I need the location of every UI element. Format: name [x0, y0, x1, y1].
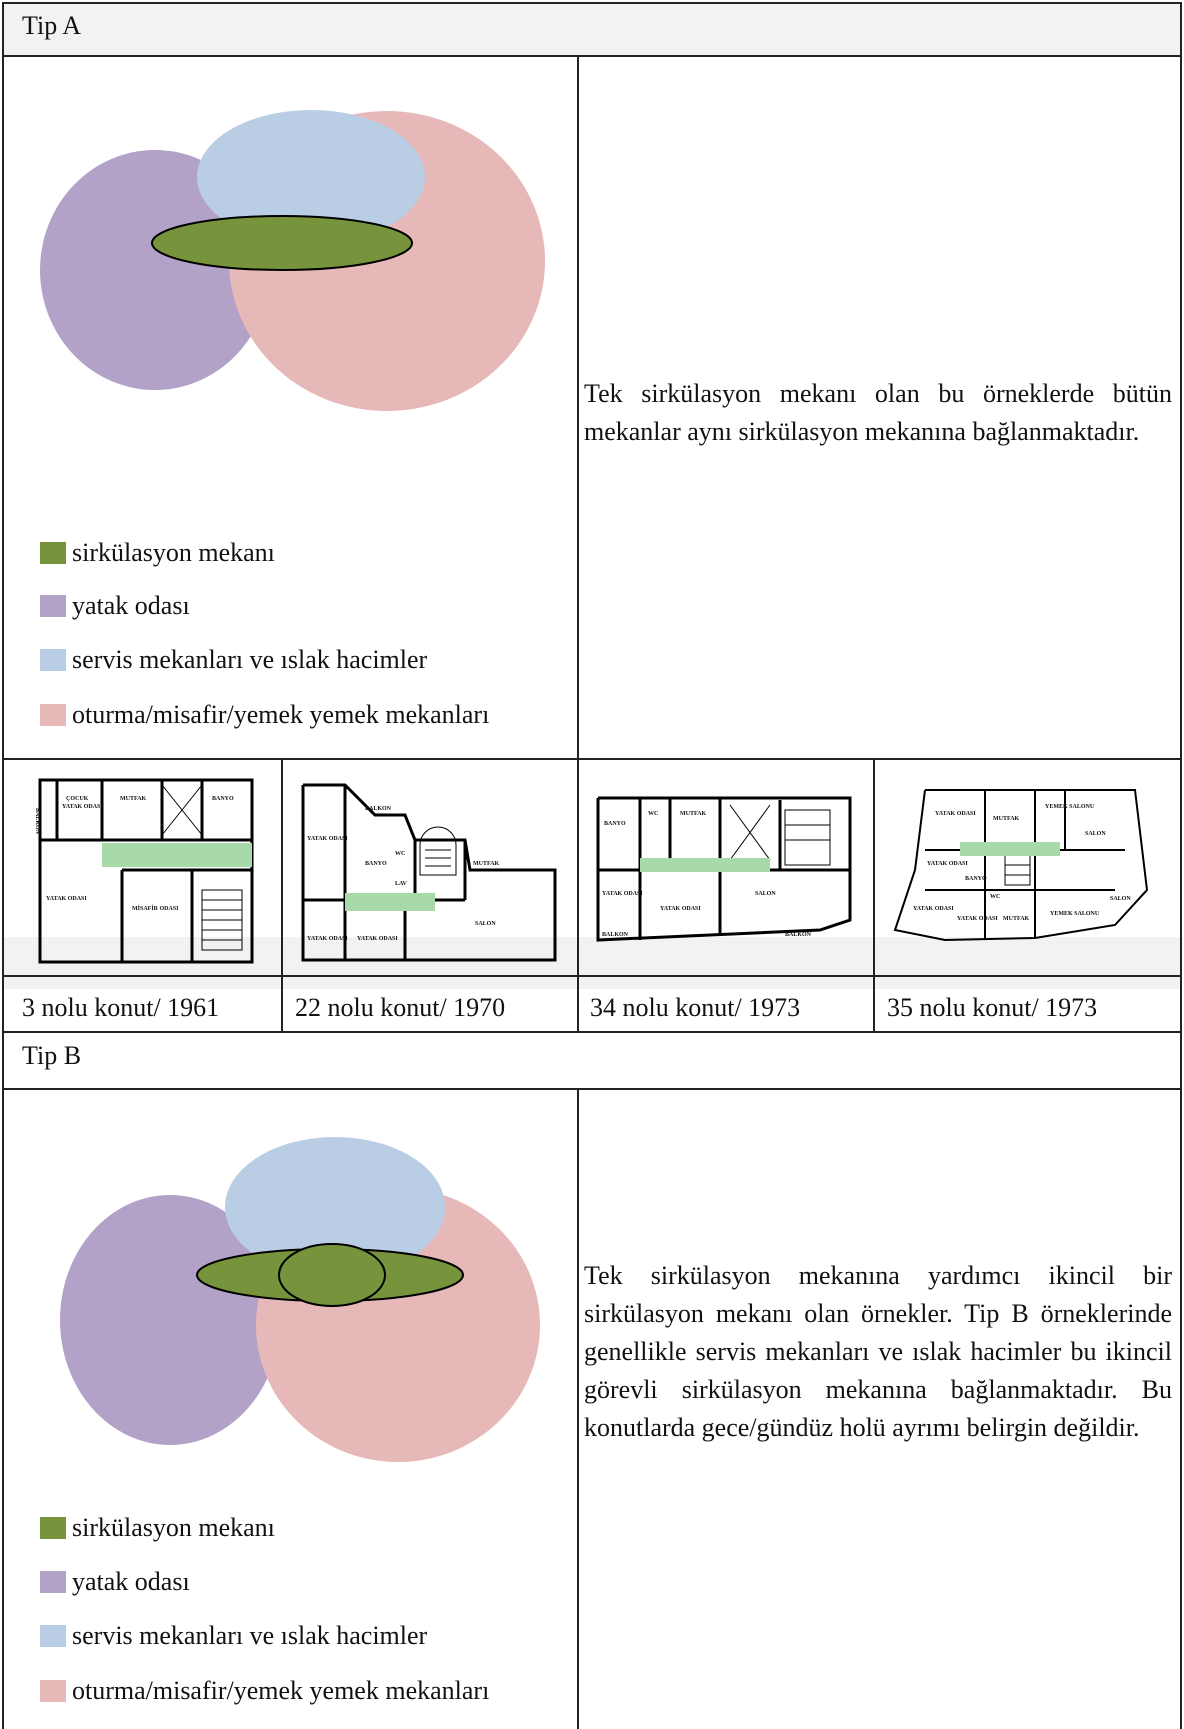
svg-text:SALON: SALON: [1085, 831, 1106, 837]
svg-text:MUTFAK: MUTFAK: [993, 816, 1020, 822]
svg-text:YATAK ODASI: YATAK ODASI: [46, 896, 87, 902]
svg-text:MUTFAK: MUTFAK: [120, 796, 147, 802]
circulation-swatch: [40, 542, 66, 564]
tip-b-legend-circulation: sirkülasyon mekanı: [40, 1513, 275, 1543]
svg-text:YEMEK SALONU: YEMEK SALONU: [1045, 804, 1095, 810]
svg-text:SALON: SALON: [755, 891, 776, 897]
svg-text:SALON: SALON: [475, 921, 496, 927]
caption-plan-34: 34 nolu konut/ 1973: [590, 993, 801, 1022]
svg-text:YATAK ODASI: YATAK ODASI: [307, 836, 348, 842]
tip-a-legend-service: servis mekanları ve ıslak hacimler: [40, 645, 427, 675]
svg-text:YATAK ODASI: YATAK ODASI: [62, 804, 103, 810]
plan-corridor: [102, 843, 252, 867]
tip-a-header-bg: [2, 2, 1181, 55]
svg-text:WC: WC: [395, 851, 405, 857]
svg-text:WC: WC: [990, 894, 1000, 900]
svg-text:BALKON: BALKON: [602, 932, 629, 938]
living-swatch: [40, 704, 66, 726]
svg-text:BALKON: BALKON: [34, 808, 40, 835]
svg-text:YATAK ODASI: YATAK ODASI: [357, 936, 398, 942]
svg-text:BALKON: BALKON: [785, 932, 812, 938]
svg-text:WC: WC: [648, 811, 658, 817]
tip-a-header: Tip A: [22, 11, 82, 40]
bedroom-swatch: [40, 1571, 66, 1593]
tip-a-description: Tek sirkülasyon mekanı olan bu örneklerd…: [584, 379, 1172, 446]
tip-b-legend-service: servis mekanları ve ıslak hacimler: [40, 1621, 427, 1651]
plan-corridor: [960, 842, 1060, 856]
svg-text:BANYO: BANYO: [604, 821, 626, 827]
floor-plan-3: ÇOCUK YATAK ODASI MUTFAK BANYO BALKON YA…: [34, 778, 254, 964]
circulation-ellipse: [151, 215, 413, 271]
bedroom-swatch: [40, 595, 66, 617]
svg-text:BANYO: BANYO: [365, 861, 387, 867]
service-circle: [225, 1137, 445, 1277]
svg-text:BANYO: BANYO: [212, 796, 234, 802]
plan-corridor: [345, 893, 435, 911]
floor-plan-35: YATAK ODASI MUTFAK YEMEK SALONU SALON YA…: [893, 789, 1149, 942]
svg-text:MUTFAK: MUTFAK: [1003, 916, 1030, 922]
tip-a-legend-living: oturma/misafir/yemek yemek mekanları: [40, 700, 489, 730]
living-swatch: [40, 1680, 66, 1702]
tip-a-legend-circulation: sirkülasyon mekanı: [40, 538, 275, 568]
svg-text:YEMEK SALONU: YEMEK SALONU: [1050, 911, 1100, 917]
tip-b-description: Tek sirkülasyon mekanına yardımcı ikinci…: [584, 1261, 1172, 1442]
svg-text:MUTFAK: MUTFAK: [473, 861, 500, 867]
service-circle: [197, 110, 425, 244]
svg-text:BALKON: BALKON: [365, 806, 392, 812]
svg-text:MUTFAK: MUTFAK: [680, 811, 707, 817]
svg-text:BANYO: BANYO: [965, 876, 987, 882]
svg-text:YATAK ODASI: YATAK ODASI: [602, 891, 643, 897]
circulation-swatch: [40, 1517, 66, 1539]
tip-b-legend-living: oturma/misafir/yemek yemek mekanları: [40, 1676, 489, 1706]
tip-b-legend-bedroom: yatak odası: [40, 1567, 190, 1597]
svg-text:YATAK ODASI: YATAK ODASI: [660, 906, 701, 912]
svg-text:LAV: LAV: [395, 881, 408, 887]
service-swatch: [40, 1625, 66, 1647]
svg-text:YATAK ODASI: YATAK ODASI: [935, 811, 976, 817]
tip-a-venn-diagram: [40, 110, 545, 411]
tip-b-venn-diagram: [60, 1137, 540, 1462]
svg-text:YATAK ODASI: YATAK ODASI: [957, 916, 998, 922]
svg-text:ÇOCUK: ÇOCUK: [66, 796, 89, 802]
service-swatch: [40, 649, 66, 671]
tip-b-header: Tip B: [22, 1041, 82, 1070]
caption-plan-3: 3 nolu konut/ 1961: [22, 993, 220, 1022]
caption-plan-22: 22 nolu konut/ 1970: [295, 993, 506, 1022]
secondary-circulation-ellipse: [278, 1243, 386, 1307]
floor-plan-34: BANYO WC MUTFAK YATAK ODASI YATAK ODASI …: [596, 796, 852, 942]
svg-text:MİSAFİR ODASI: MİSAFİR ODASI: [132, 905, 179, 912]
svg-text:SALON: SALON: [1110, 896, 1131, 902]
caption-plan-35: 35 nolu konut/ 1973: [887, 993, 1098, 1022]
svg-text:YATAK ODASI: YATAK ODASI: [927, 861, 968, 867]
floor-plan-22: BALKON YATAK ODASI BANYO WC LAV MUTFAK Y…: [301, 783, 557, 962]
svg-text:YATAK ODASI: YATAK ODASI: [307, 936, 348, 942]
bedroom-circle: [60, 1195, 280, 1445]
tip-a-legend-bedroom: yatak odası: [40, 591, 190, 621]
plan-corridor: [640, 858, 770, 872]
svg-text:YATAK ODASI: YATAK ODASI: [913, 906, 954, 912]
